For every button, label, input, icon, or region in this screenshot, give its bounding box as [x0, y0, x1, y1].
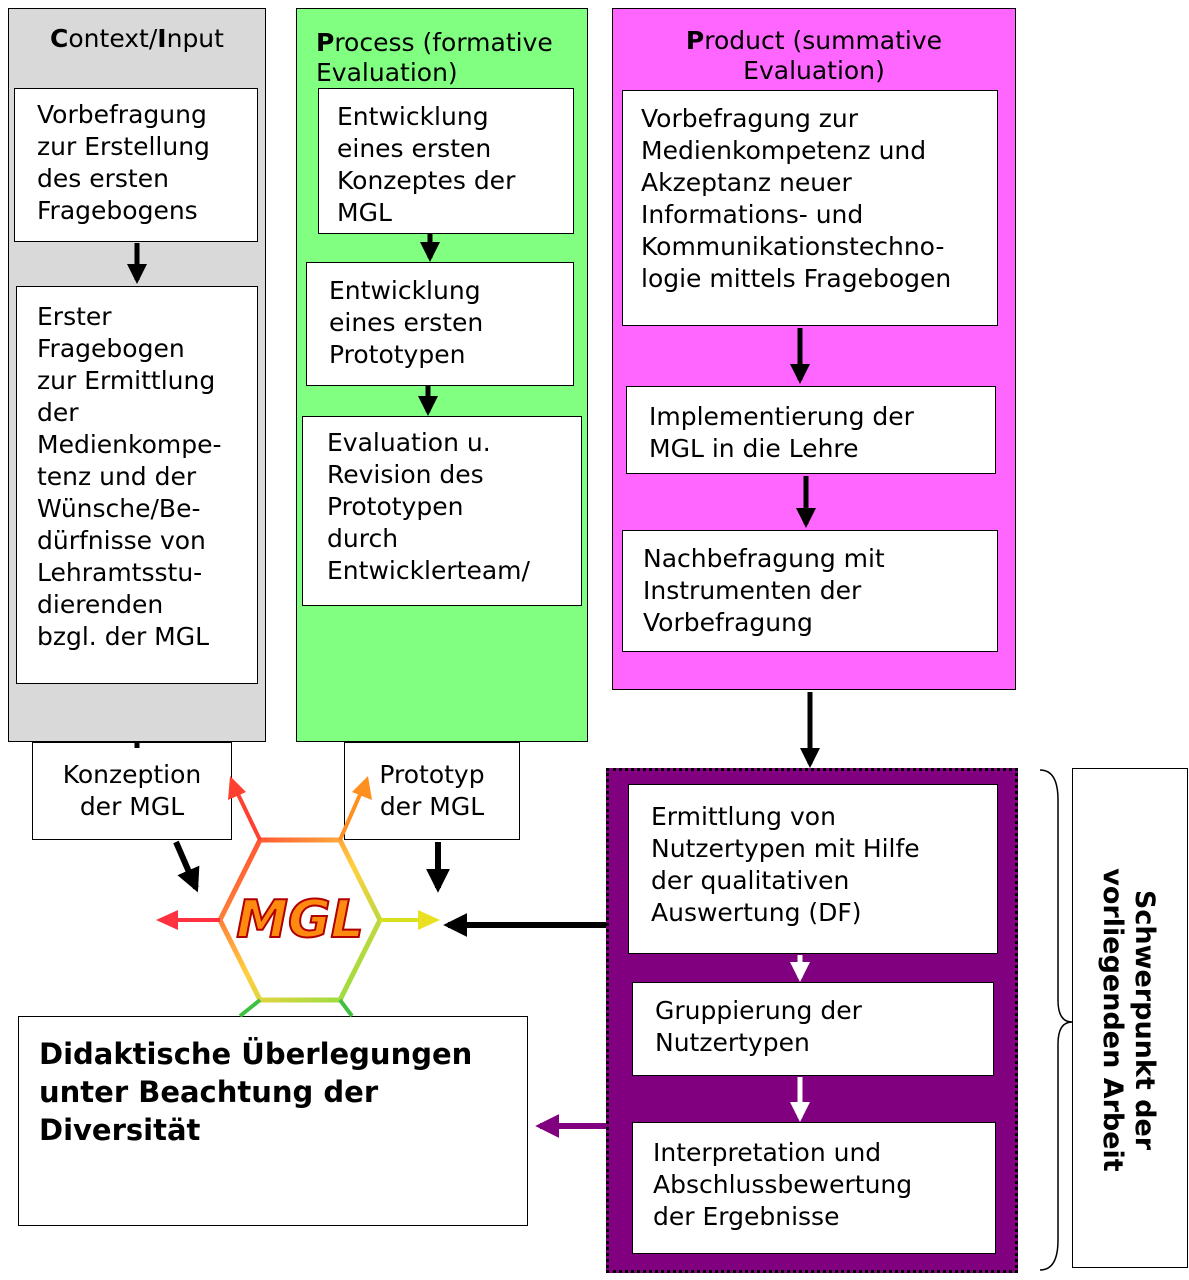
product-box-post-questionnaire: Nachbefragung mit Instrumenten der Vorbe…	[622, 530, 998, 652]
process-title: Process (formative Evaluation)	[316, 28, 553, 87]
focus-box-interpretation: Interpretation und Abschlussbewertung de…	[632, 1122, 996, 1254]
mgl-logo	[156, 776, 440, 1018]
product-title: Product (summative Evaluation)	[685, 26, 943, 85]
arrow-concept-to-logo	[173, 840, 200, 893]
context-output-box: Konzeption der MGL	[32, 742, 232, 840]
bracket	[1039, 769, 1073, 1271]
process-box-concept: Entwicklung eines ersten Konzeptes der M…	[318, 88, 574, 234]
mgl-logo-text: MGL	[236, 890, 364, 950]
focus-box-usertypes: Ermittlung von Nutzertypen mit Hilfe der…	[628, 784, 998, 954]
process-output-box: Prototyp der MGL	[344, 742, 520, 840]
product-box-prequestionnaire: Vorbefragung zur Medienkompetenz und Akz…	[622, 90, 998, 326]
product-box-implementation: Implementierung der MGL in die Lehre	[626, 386, 996, 474]
context-box-first-questionnaire: Erster Fragebogen zur Ermittlung der Med…	[16, 286, 258, 684]
side-label-box	[1072, 768, 1188, 1268]
conclusion-box: Didaktische Überlegungen unter Beachtung…	[18, 1016, 528, 1226]
process-box-prototype: Entwicklung eines ersten Prototypen	[306, 262, 574, 386]
context-title: Context/Input	[50, 24, 224, 53]
focus-box-grouping: Gruppierung der Nutzertypen	[632, 982, 994, 1076]
context-box-prequestionnaire: Vorbefragung zur Erstellung des ersten F…	[14, 88, 258, 242]
process-box-evaluation: Evaluation u. Revision des Prototypen du…	[302, 416, 582, 606]
